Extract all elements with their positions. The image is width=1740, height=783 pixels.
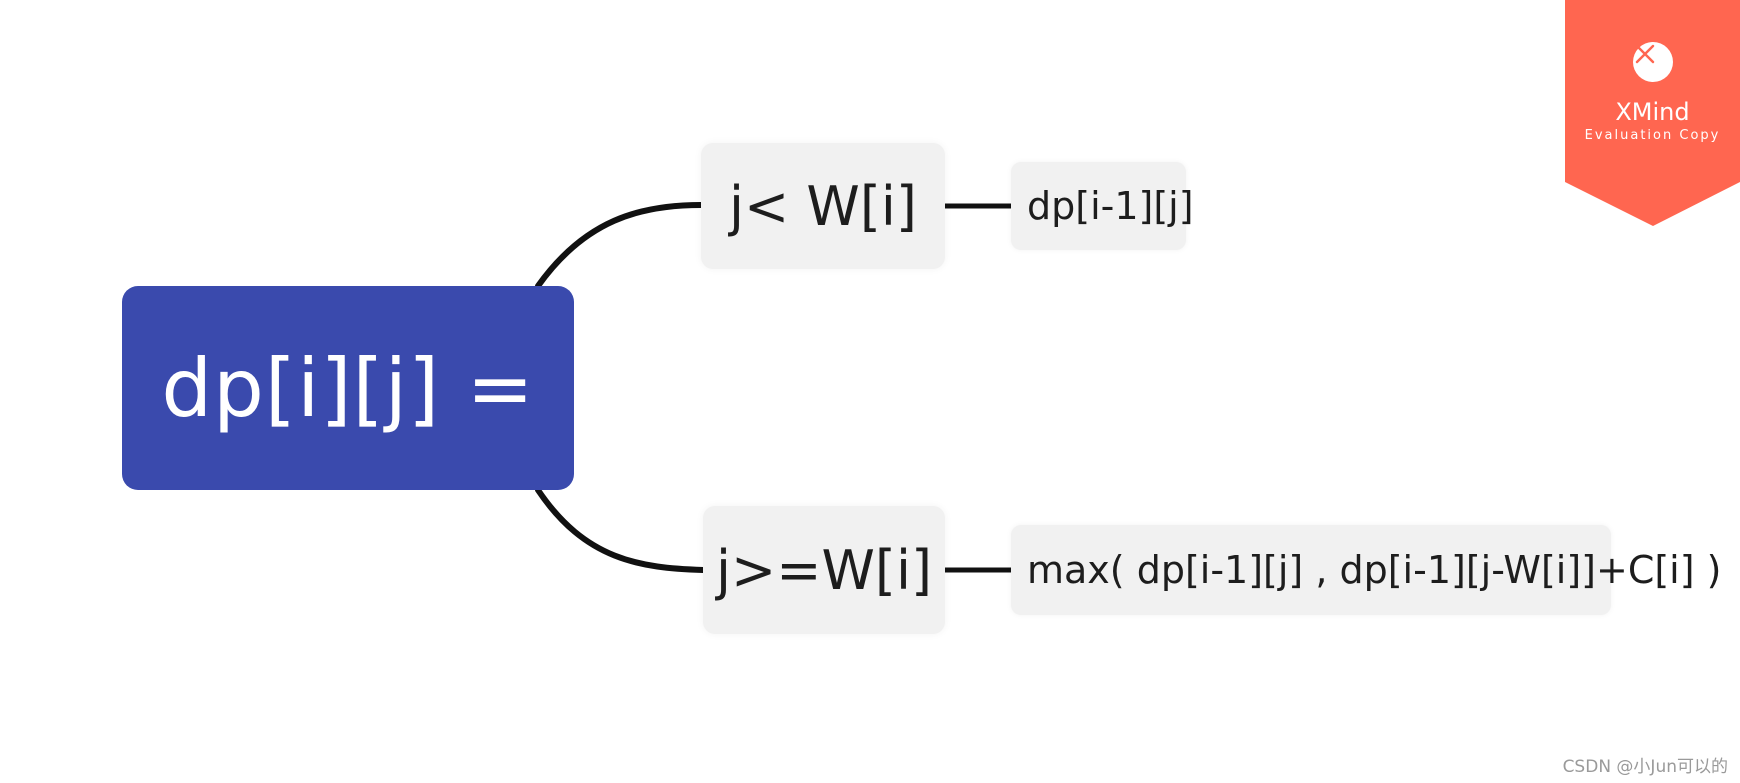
source-credit: CSDN @小Jun可以的 — [1562, 757, 1728, 777]
connector-root-to-branch-top — [535, 202, 704, 289]
root-topic[interactable]: dp[i][j] = — [122, 286, 574, 490]
branch-condition-label: j>=W[i] — [715, 538, 933, 602]
watermark-ribbon — [1565, 0, 1740, 226]
branch-topic-condition-less[interactable]: j< W[i] — [701, 143, 945, 269]
leaf-result-label: max( dp[i-1][j] , dp[i-1][j-W[i]]+C[i] ) — [1027, 548, 1722, 592]
branch-topic-condition-greater-equal[interactable]: j>=W[i] — [703, 506, 945, 634]
watermark-subtitle: Evaluation Copy — [1584, 128, 1721, 143]
leaf-topic-result-less[interactable]: dp[i-1][j] — [1011, 162, 1194, 250]
xmind-logo-icon — [1633, 42, 1673, 82]
leaf-result-label: dp[i-1][j] — [1027, 184, 1194, 228]
watermark-title: XMind — [1615, 98, 1690, 126]
branch-condition-label: j< W[i] — [729, 174, 917, 238]
root-topic-label: dp[i][j] = — [161, 341, 535, 435]
connector-root-to-branch-bottom — [535, 487, 706, 573]
leaf-topic-result-greater-equal[interactable]: max( dp[i-1][j] , dp[i-1][j-W[i]]+C[i] ) — [1011, 525, 1721, 615]
evaluation-watermark: XMind Evaluation Copy — [1565, 0, 1740, 226]
